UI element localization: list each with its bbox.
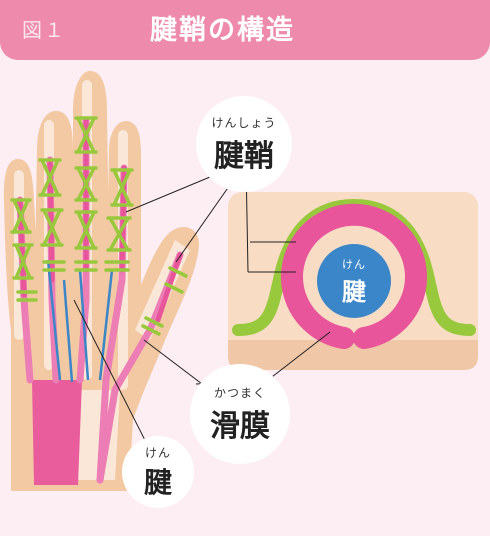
cross-section-floor bbox=[228, 340, 478, 370]
tendon-sheath-label: 腱鞘 bbox=[213, 138, 274, 174]
hand-illustration bbox=[3, 70, 200, 491]
figure-label: 図１ bbox=[22, 18, 66, 42]
synovium-label: 滑膜 bbox=[210, 408, 270, 444]
cross-section-tendon-label: 腱 bbox=[342, 277, 366, 306]
synovium-bubble: かつまく 滑膜 bbox=[190, 364, 290, 464]
synovium-ruby: かつまく bbox=[213, 385, 266, 400]
cross-section-tendon-ruby: けん bbox=[342, 257, 366, 271]
tendon-sheath-ruby: けんしょう bbox=[211, 115, 277, 130]
forearm-muscle bbox=[32, 380, 82, 485]
tendon-label: 腱 bbox=[143, 465, 172, 499]
synovium-ring bbox=[281, 203, 427, 349]
blue-tendons bbox=[46, 259, 114, 383]
cross-section-tendon: けん 腱 bbox=[317, 244, 391, 318]
green-sheaths bbox=[10, 116, 188, 336]
tendon-bubble: けん 腱 bbox=[122, 436, 194, 508]
tendon-ruby: けん bbox=[144, 445, 171, 460]
page-title: 腱鞘の構造 bbox=[150, 15, 295, 46]
tendon-sheath-bubble: けんしょう 腱鞘 bbox=[196, 96, 292, 192]
header-bar: 図１ 腱鞘の構造 bbox=[0, 0, 490, 60]
